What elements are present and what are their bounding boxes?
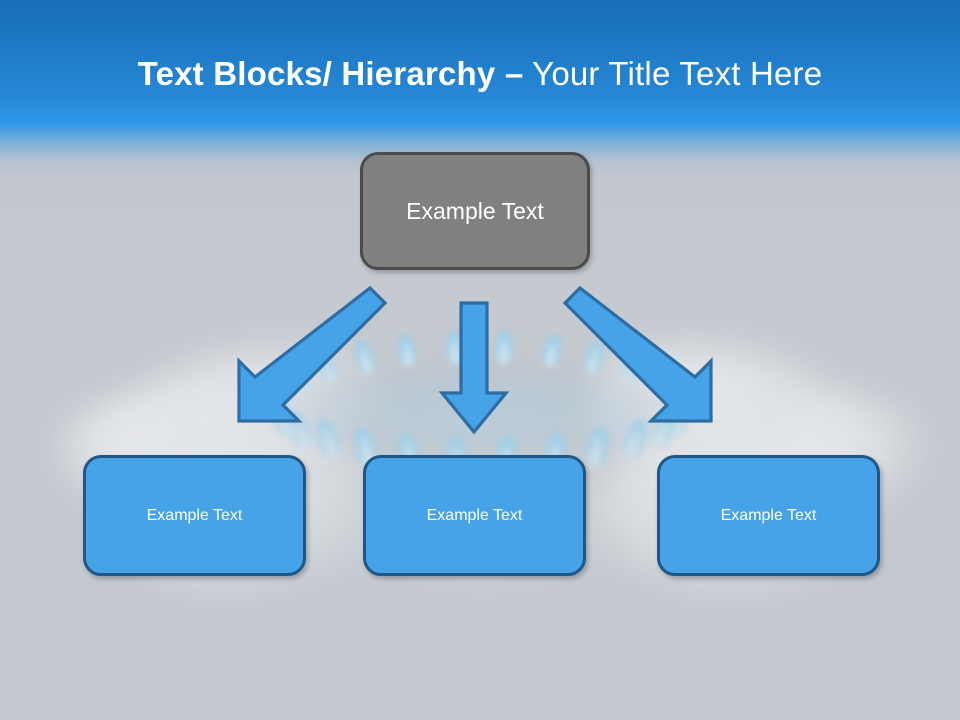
- page-title-regular: Your Title Text Here: [523, 55, 823, 92]
- page-title: Text Blocks/ Hierarchy – Your Title Text…: [0, 52, 960, 96]
- hierarchy-child-node-2[interactable]: Example Text: [363, 455, 586, 576]
- title-banner: [0, 0, 960, 180]
- hierarchy-root-node[interactable]: Example Text: [360, 152, 590, 270]
- hierarchy-root-label: Example Text: [406, 197, 544, 224]
- hierarchy-child-node-3[interactable]: Example Text: [657, 455, 880, 576]
- hierarchy-child-label-3: Example Text: [720, 506, 817, 524]
- hierarchy-child-label-1: Example Text: [146, 506, 243, 524]
- hierarchy-child-label-2: Example Text: [426, 506, 523, 524]
- hierarchy-child-node-1[interactable]: Example Text: [83, 455, 306, 576]
- page-title-bold: Text Blocks/ Hierarchy –: [137, 55, 524, 92]
